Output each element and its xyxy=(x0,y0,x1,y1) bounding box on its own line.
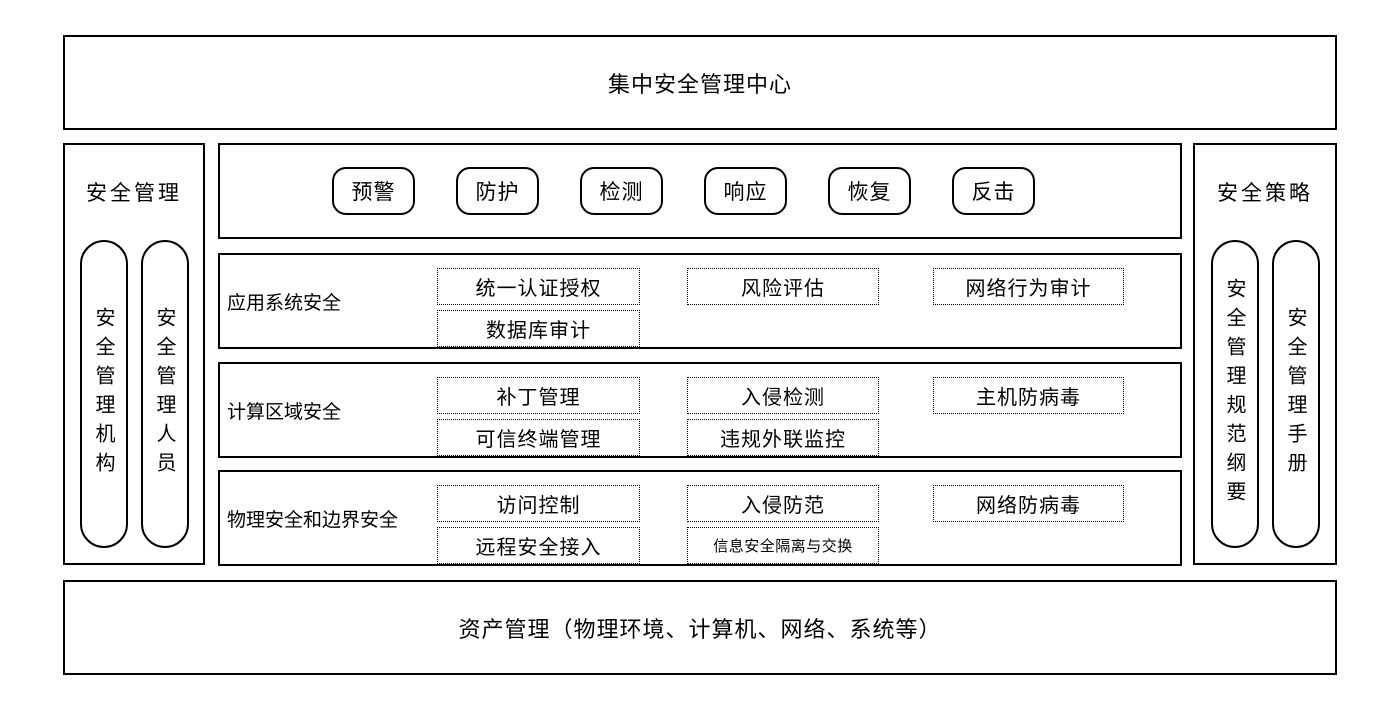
asset-management-banner: 资产管理（物理环境、计算机、网络、系统等） xyxy=(63,580,1337,675)
module-column-2: 主机防病毒 xyxy=(933,377,1124,414)
security-management-title: 安全管理 xyxy=(86,182,182,205)
module-box: 入侵防范 xyxy=(687,485,879,522)
security-policy-sidebar: 安全策略 安全管理规范纲要 安全管理手册 xyxy=(1193,143,1337,565)
module-column-1: 入侵检测违规外联监控 xyxy=(687,377,879,456)
right-sidebar-pills: 安全管理规范纲要 安全管理手册 xyxy=(1195,240,1335,548)
security-management-pill-1: 安全管理人员 xyxy=(140,240,189,548)
module-box: 网络行为审计 xyxy=(933,268,1124,305)
security-policy-pill-0: 安全管理规范纲要 xyxy=(1210,240,1259,548)
defense-cycle-panel: 预警防护检测响应恢复反击 xyxy=(218,143,1182,239)
cycle-step-0: 预警 xyxy=(332,167,415,215)
module-column-0: 访问控制远程安全接入 xyxy=(437,485,640,564)
module-box: 可信终端管理 xyxy=(437,419,640,456)
security-policy-pill-1: 安全管理手册 xyxy=(1271,240,1320,548)
security-row-panel-1: 计算区域安全补丁管理可信终端管理入侵检测违规外联监控主机防病毒 xyxy=(218,362,1182,458)
module-column-2: 网络防病毒 xyxy=(933,485,1124,522)
module-column-0: 统一认证授权数据库审计 xyxy=(437,268,640,347)
module-column-1: 入侵防范信息安全隔离与交换 xyxy=(687,485,879,564)
security-row-panel-0: 应用系统安全 统一认证授权数据库审计 风险评估 网络行为审计 xyxy=(218,253,1182,349)
security-management-pill-label: 安全管理人员 xyxy=(153,307,175,481)
security-policy-title: 安全策略 xyxy=(1217,182,1313,205)
cycle-step-2: 检测 xyxy=(580,167,663,215)
security-management-pill-label: 安全管理机构 xyxy=(92,307,114,481)
cycle-step-4: 恢复 xyxy=(828,167,911,215)
security-row-label: 物理安全和边界安全 xyxy=(227,509,399,531)
security-policy-pill-label: 安全管理规范纲要 xyxy=(1223,278,1245,510)
module-box: 入侵检测 xyxy=(687,377,879,414)
cycle-step-1: 防护 xyxy=(456,167,539,215)
module-column-1: 风险评估 xyxy=(687,268,879,305)
cycle-step-5: 反击 xyxy=(952,167,1035,215)
central-security-management-banner: 集中安全管理中心 xyxy=(63,35,1337,130)
module-box: 风险评估 xyxy=(687,268,879,305)
security-row-label: 应用系统安全 xyxy=(227,292,342,314)
cycle-step-3: 响应 xyxy=(704,167,787,215)
module-box: 访问控制 xyxy=(437,485,640,522)
security-policy-pill-label: 安全管理手册 xyxy=(1284,307,1306,481)
module-box: 主机防病毒 xyxy=(933,377,1124,414)
security-row-label: 计算区域安全 xyxy=(227,401,342,423)
module-box: 违规外联监控 xyxy=(687,419,879,456)
security-management-pill-0: 安全管理机构 xyxy=(79,240,128,548)
module-column-2: 网络行为审计 xyxy=(933,268,1124,305)
left-sidebar-pills: 安全管理机构 安全管理人员 xyxy=(65,240,203,548)
module-box: 远程安全接入 xyxy=(437,527,640,564)
module-box: 补丁管理 xyxy=(437,377,640,414)
module-box: 网络防病毒 xyxy=(933,485,1124,522)
module-box: 信息安全隔离与交换 xyxy=(687,527,879,564)
security-management-sidebar: 安全管理 安全管理机构 安全管理人员 xyxy=(63,143,205,565)
module-box: 统一认证授权 xyxy=(437,268,640,305)
module-column-0: 补丁管理可信终端管理 xyxy=(437,377,640,456)
security-row-panel-2: 物理安全和边界安全访问控制远程安全接入入侵防范信息安全隔离与交换网络防病毒 xyxy=(218,470,1182,566)
module-box: 数据库审计 xyxy=(437,310,640,347)
